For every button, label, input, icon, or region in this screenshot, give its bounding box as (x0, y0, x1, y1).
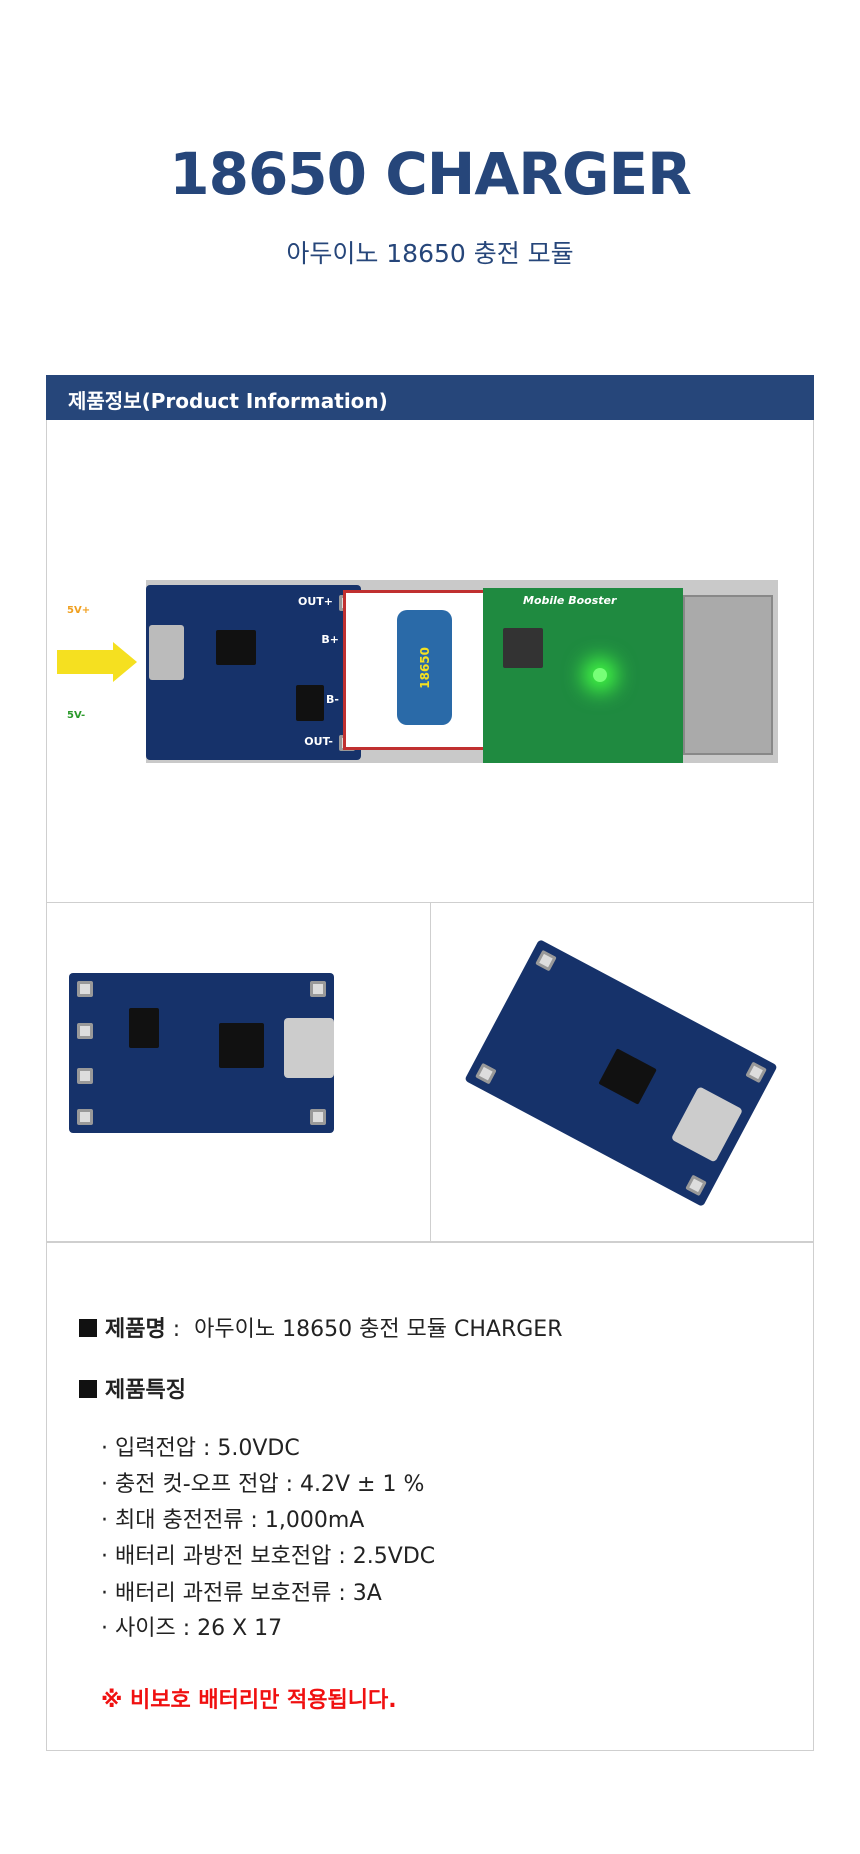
feature-item: · 사이즈 : 26 X 17 (101, 1616, 283, 1641)
product-details: 제품명 : 아두이노 18650 충전 모듈 CHARGER 제품특징 · 입력… (46, 1242, 814, 1751)
square-bullet-icon (79, 1319, 97, 1337)
feature-item: · 충전 컷-오프 전압 : 4.2V ± 1 % (101, 1472, 425, 1497)
square-bullet-icon (79, 1380, 97, 1398)
section-header: 제품정보(Product Information) (46, 375, 814, 420)
module-angle-image (431, 903, 814, 1241)
page-title: 18650 CHARGER (169, 140, 692, 208)
notice-text: ※ 비보호 배터리만 적용됩니다. (101, 1688, 397, 1713)
booster-pcb: Mobile Booster (483, 588, 683, 763)
feature-item: · 최대 충전전류 : 1,000mA (101, 1508, 365, 1533)
charger-pcb: OUT+ B+ B- OUT- (146, 585, 361, 760)
feature-item: · 배터리 과방전 보호전압 : 2.5VDC (101, 1544, 436, 1569)
module-front-image (47, 903, 431, 1241)
feature-item: · 배터리 과전류 보호전류 : 3A (101, 1581, 382, 1606)
wiring-diagram-image: OUT+ B+ B- OUT- 5V+ 5V- 18650 Mobile Boo… (46, 420, 814, 903)
usb-port-icon (683, 595, 773, 755)
page-subtitle: 아두이노 18650 충전 모듈 (286, 239, 574, 268)
battery-icon: 18650 (397, 610, 452, 725)
features-heading: 제품특징 (79, 1372, 186, 1404)
feature-item: · 입력전압 : 5.0VDC (101, 1436, 300, 1461)
product-name-row: 제품명 : 아두이노 18650 충전 모듈 CHARGER (79, 1311, 563, 1343)
